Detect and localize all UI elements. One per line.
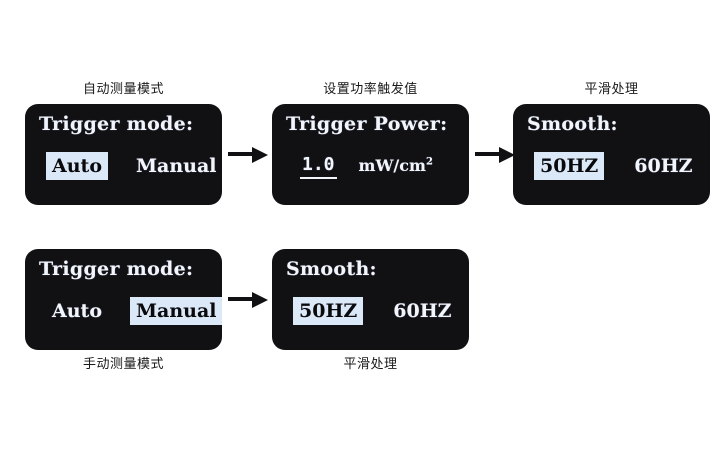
option-manual[interactable]: Manual — [136, 155, 217, 177]
option-auto-bottom[interactable]: Auto — [52, 300, 103, 322]
arrow-manual-to-smooth — [228, 288, 268, 312]
option-60hz-bottom[interactable]: 60HZ — [393, 300, 452, 322]
option-row-trigger-mode-manual: Auto Manual — [25, 294, 222, 328]
panel-title-trigger-mode-manual: Trigger mode: — [39, 258, 194, 280]
caption-auto-mode: 自动测量模式 — [82, 82, 164, 97]
option-60hz-top[interactable]: 60HZ — [634, 155, 693, 177]
panel-smooth-bottom: Smooth: 50HZ 60HZ — [272, 249, 469, 350]
panel-trigger-mode-manual: Trigger mode: Auto Manual — [25, 249, 222, 350]
option-row-smooth-top: 50HZ 60HZ — [513, 149, 710, 183]
option-manual-bottom[interactable]: Manual — [131, 298, 222, 324]
panel-trigger-mode-auto: Trigger mode: Auto Manual — [25, 104, 222, 205]
option-row-smooth-bottom: 50HZ 60HZ — [272, 294, 469, 328]
caption-smooth-top: 平滑处理 — [584, 82, 639, 97]
caption-smooth-bottom: 平滑处理 — [343, 357, 398, 372]
panel-title-trigger-power: Trigger Power: — [286, 113, 448, 135]
arrow-auto-to-power — [228, 143, 268, 167]
trigger-power-value[interactable]: 1.0 — [300, 154, 337, 179]
option-row-trigger-mode-auto: Auto Manual — [25, 149, 222, 183]
arrow-power-to-smooth — [475, 143, 515, 167]
panel-smooth-top: Smooth: 50HZ 60HZ — [513, 104, 710, 205]
panel-title-trigger-mode: Trigger mode: — [39, 113, 194, 135]
panel-title-smooth-bottom: Smooth: — [286, 258, 377, 280]
unit-base: mW/cm — [358, 156, 426, 175]
caption-set-trigger-power: 设置功率触发值 — [323, 82, 418, 97]
option-auto[interactable]: Auto — [47, 153, 108, 179]
panel-trigger-power: Trigger Power: 1.0 mW/cm2 — [272, 104, 469, 205]
option-50hz-top[interactable]: 50HZ — [535, 153, 604, 179]
option-50hz-bottom[interactable]: 50HZ — [294, 298, 363, 324]
unit-exponent: 2 — [425, 156, 433, 168]
panel-title-smooth-top: Smooth: — [527, 113, 618, 135]
caption-manual-mode: 手动测量模式 — [82, 357, 164, 372]
value-row-trigger-power: 1.0 mW/cm2 — [272, 149, 469, 183]
trigger-power-unit: mW/cm2 — [359, 156, 433, 176]
